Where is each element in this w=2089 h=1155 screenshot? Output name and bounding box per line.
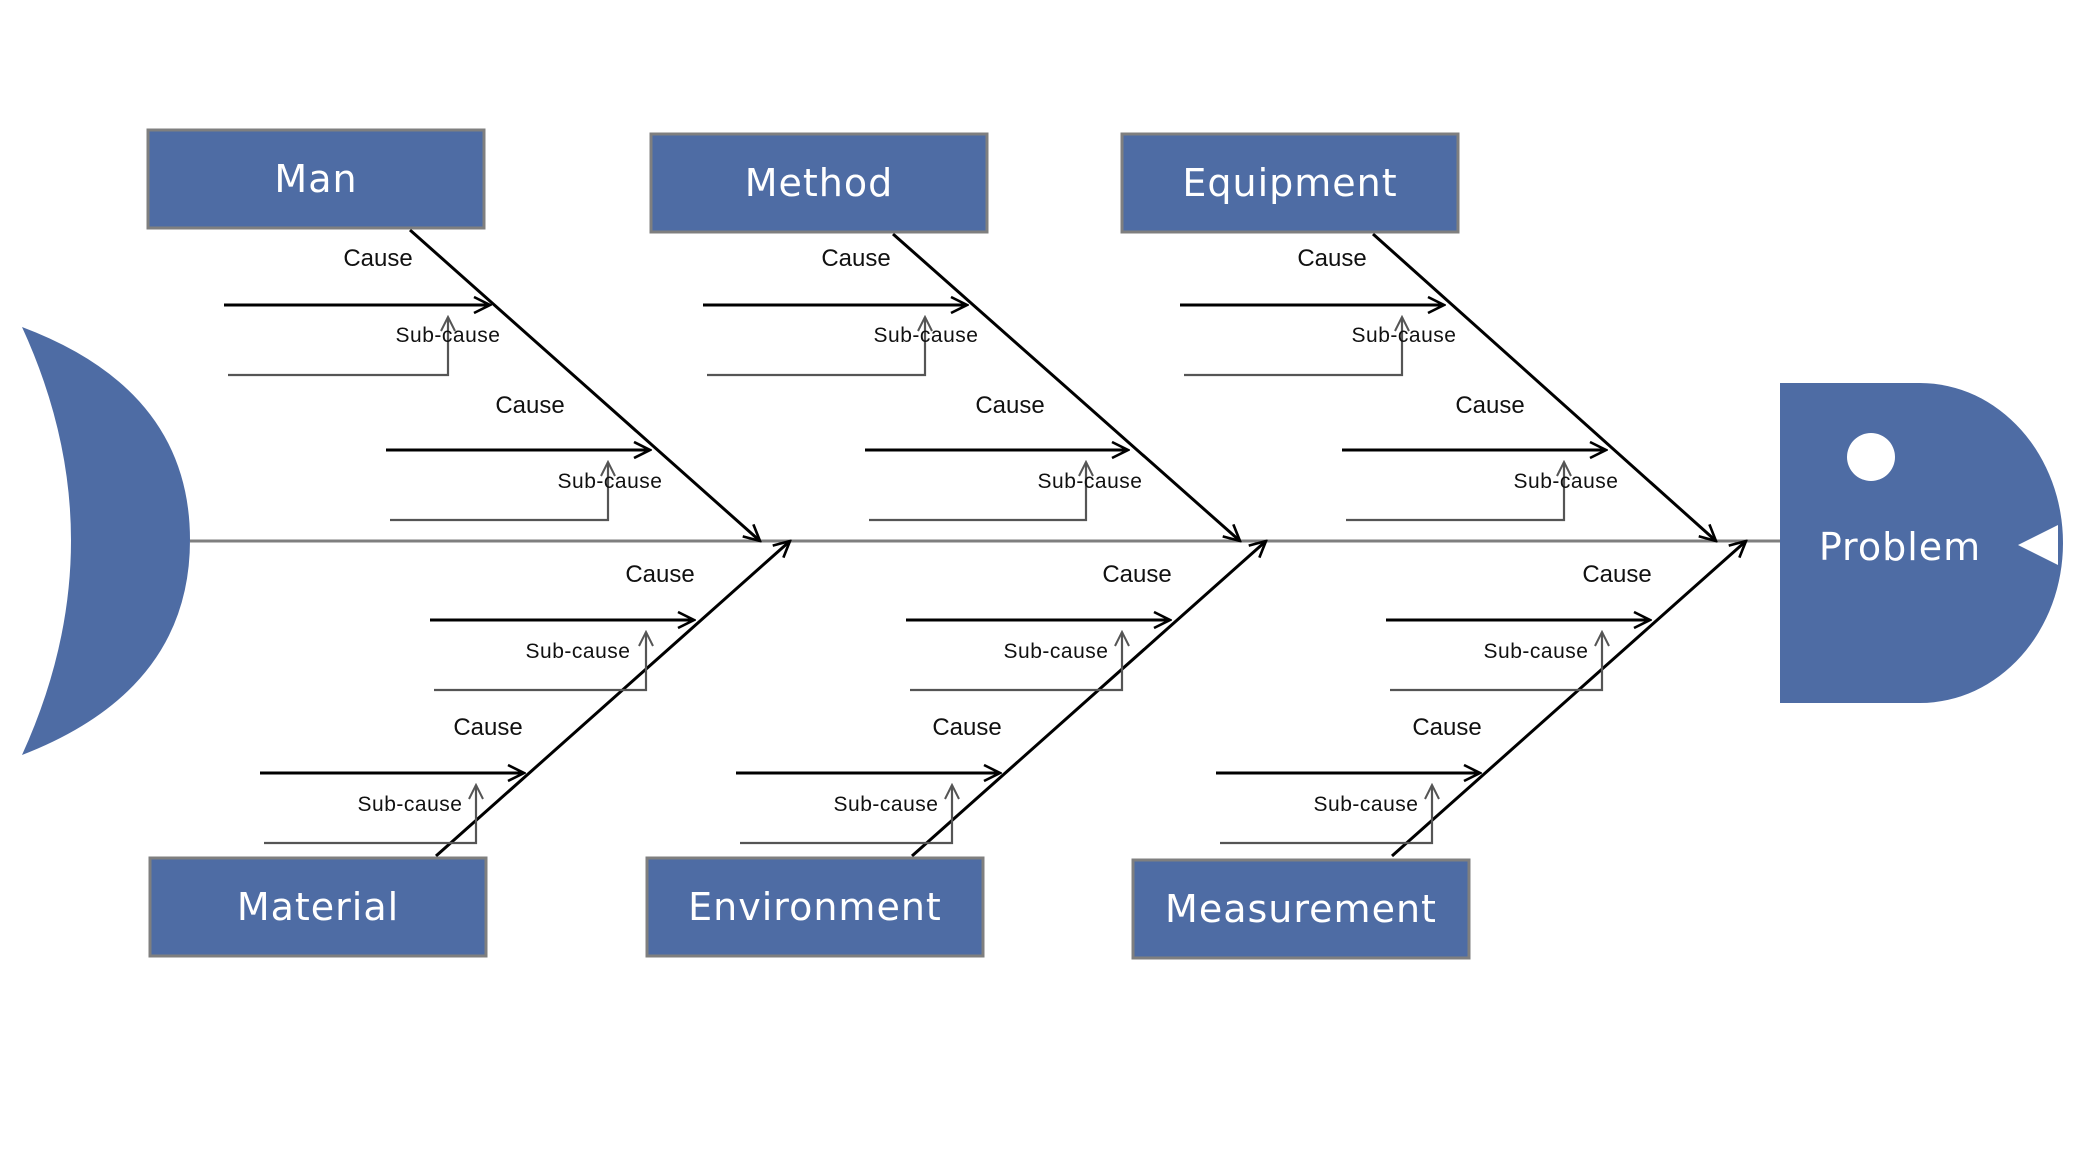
category-box-material	[148, 856, 488, 958]
sub-cause-label: Sub-cause	[834, 793, 939, 816]
sub-cause-label: Sub-cause	[1314, 793, 1419, 816]
cause-label: Cause	[821, 245, 890, 272]
cause-label: Cause	[1455, 392, 1524, 419]
cause-label: Cause	[1102, 561, 1171, 588]
mouth-icon	[2018, 525, 2058, 565]
sub-cause-arrow	[910, 632, 1122, 692]
sub-cause-arrow	[740, 785, 952, 845]
category-box-man	[146, 128, 486, 230]
cause-label: Cause	[343, 245, 412, 272]
bone-measurement	[1391, 541, 1746, 858]
sub-cause-label: Sub-cause	[1514, 470, 1619, 493]
sub-cause-label: Sub-cause	[1352, 324, 1457, 347]
sub-cause-arrow	[264, 785, 476, 845]
category-box-equipment	[1120, 132, 1460, 234]
sub-cause-arrow	[390, 462, 608, 522]
cause-label: Cause	[1582, 561, 1651, 588]
problem-label: Problem	[1819, 525, 1981, 569]
category-label-man: Man	[274, 157, 357, 201]
sub-cause-label: Sub-cause	[558, 470, 663, 493]
sub-cause-arrow	[1184, 317, 1402, 377]
sub-cause-label: Sub-cause	[874, 324, 979, 347]
category-box-method	[649, 132, 989, 234]
bone-environment	[911, 541, 1266, 858]
sub-cause-arrow	[1390, 632, 1602, 692]
bone-method	[892, 232, 1240, 541]
bone-material	[435, 541, 790, 858]
category-label-material: Material	[237, 885, 399, 929]
sub-cause-label: Sub-cause	[1004, 640, 1109, 663]
sub-cause-arrow	[228, 317, 448, 377]
sub-cause-arrow	[707, 317, 925, 377]
category-box-measurement	[1131, 858, 1471, 960]
sub-cause-label: Sub-cause	[1484, 640, 1589, 663]
sub-cause-arrow	[1346, 462, 1564, 522]
category-label-measurement: Measurement	[1165, 887, 1437, 931]
category-label-environment: Environment	[688, 885, 942, 929]
sub-cause-arrow	[434, 632, 646, 692]
cause-label: Cause	[453, 714, 522, 741]
cause-label: Cause	[932, 714, 1001, 741]
cause-label: Cause	[1412, 714, 1481, 741]
cause-label: Cause	[625, 561, 694, 588]
sub-cause-label: Sub-cause	[358, 793, 463, 816]
category-label-equipment: Equipment	[1182, 161, 1397, 205]
category-label-method: Method	[745, 161, 894, 205]
eye-icon	[1847, 433, 1895, 481]
bone-man	[409, 228, 760, 541]
bone-equipment	[1371, 232, 1716, 541]
fish-tail	[22, 327, 190, 755]
sub-cause-label: Sub-cause	[526, 640, 631, 663]
cause-label: Cause	[975, 392, 1044, 419]
cause-label: Cause	[495, 392, 564, 419]
sub-cause-arrow	[869, 462, 1086, 522]
sub-cause-arrow	[1220, 785, 1432, 845]
sub-cause-label: Sub-cause	[1038, 470, 1143, 493]
cause-label: Cause	[1297, 245, 1366, 272]
sub-cause-label: Sub-cause	[396, 324, 501, 347]
category-box-environment	[645, 856, 985, 958]
